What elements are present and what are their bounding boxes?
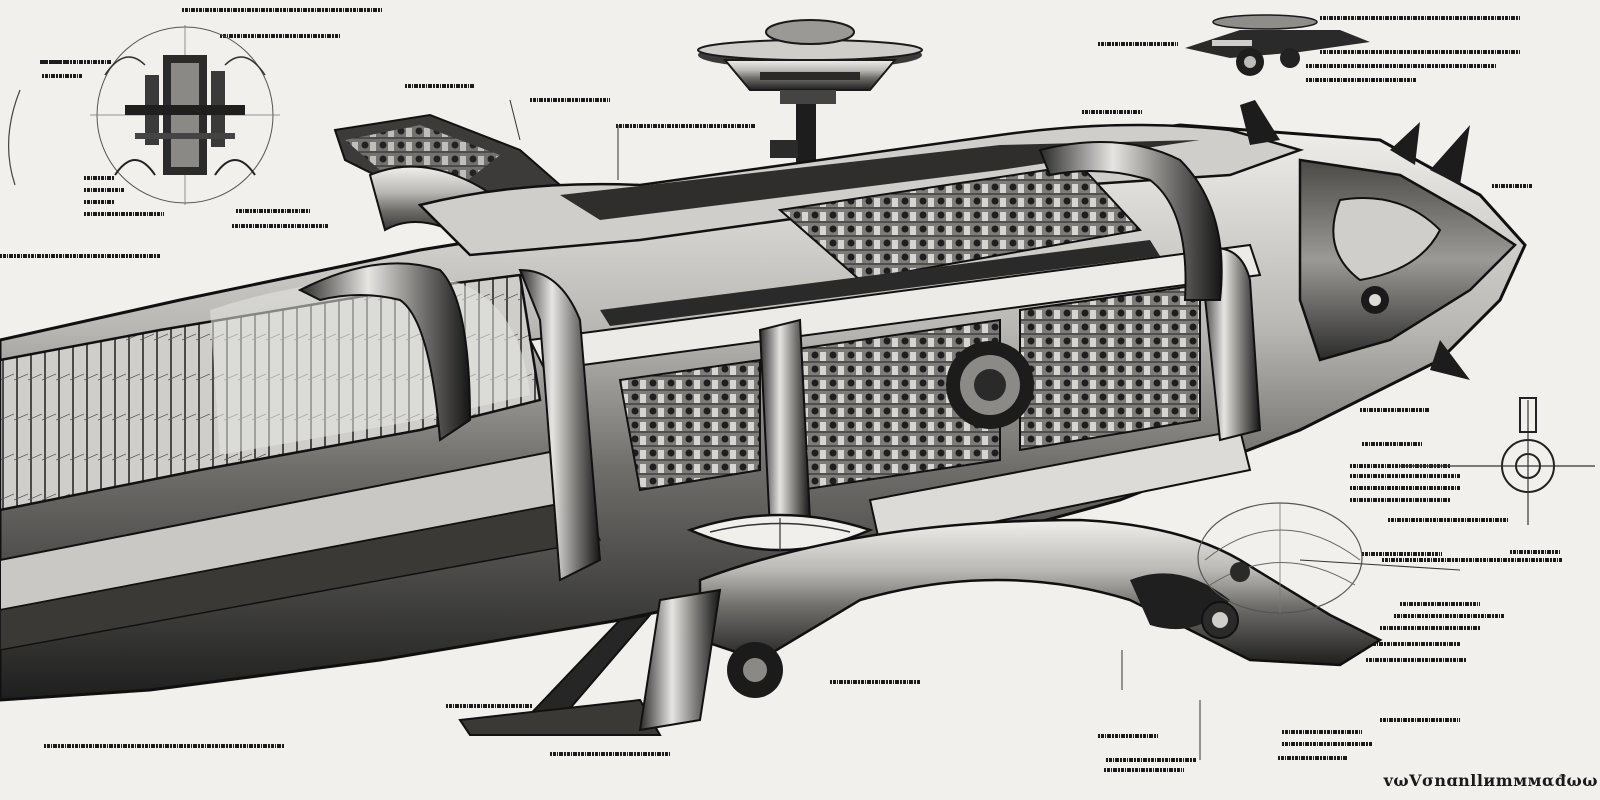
main-hull: [0, 100, 1527, 702]
targeting-reticle-sketch: [1400, 397, 1595, 525]
engine-schematic-sketch: [90, 25, 280, 205]
leader-lines: [509, 99, 1461, 760]
reactor-sphere-sketch: [1197, 502, 1363, 614]
antenna-dish-tower: [697, 19, 923, 185]
escort-drone: [1185, 14, 1370, 76]
edge-arc-sketch: [8, 89, 21, 186]
blueprint-caption: vωVσnɑnllиmммαđωω: [1383, 771, 1598, 790]
annotation-lines: [0, 8, 1562, 772]
